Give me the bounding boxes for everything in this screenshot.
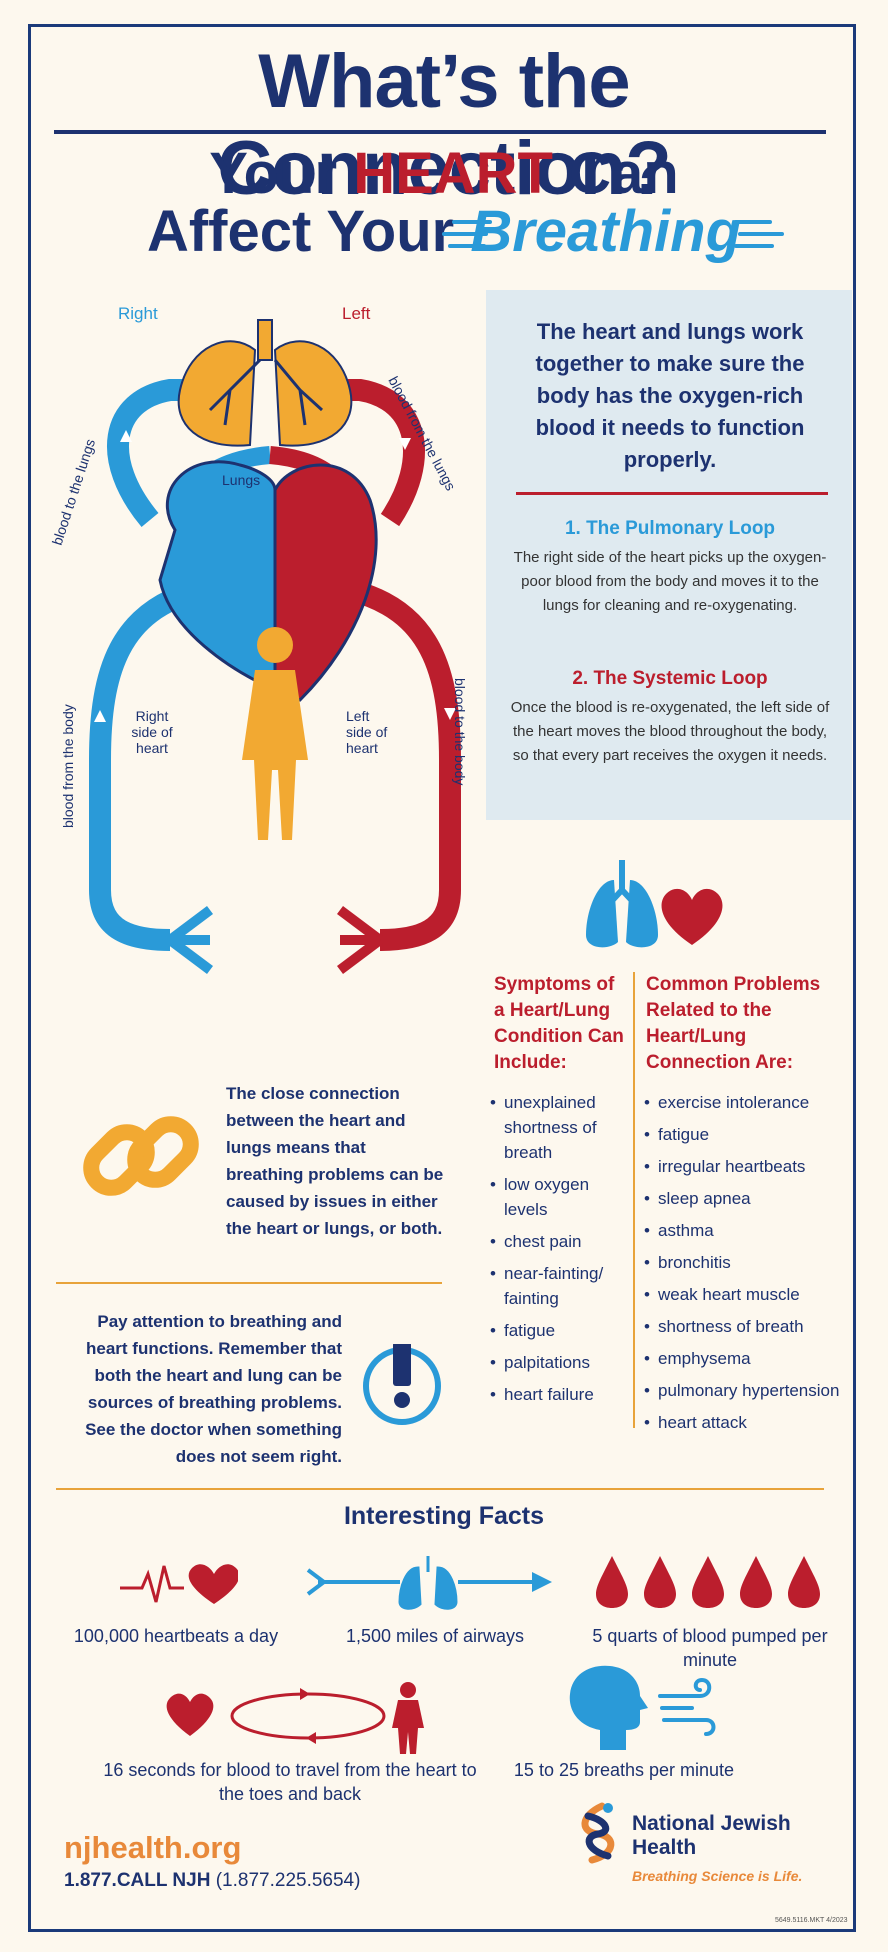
arrow-icon — [120, 430, 132, 442]
problems-list: exercise intolerance fatigue irregular h… — [644, 1090, 844, 1442]
list-item: chest pain — [490, 1229, 630, 1254]
phone-bold: 1.877.CALL NJH — [64, 1870, 211, 1891]
info-divider — [516, 492, 828, 495]
list-item: emphysema — [644, 1346, 844, 1371]
org-tagline: Breathing Science is Life. — [632, 1868, 803, 1884]
speed-lines-right-icon — [734, 220, 784, 248]
list-item: asthma — [644, 1218, 844, 1243]
subtitle-line-2: Affect Your Breathing — [40, 200, 848, 264]
subtitle-can: Can — [569, 141, 679, 206]
fact-blood-travel: 16 seconds for blood to travel from the … — [103, 1760, 477, 1804]
blood-drops-icon — [596, 1556, 820, 1608]
phone-digits: (1.877.225.5654) — [215, 1870, 361, 1891]
attention-text: Pay attention to breathing and heart fun… — [85, 1312, 342, 1466]
lungs-label: Lungs — [222, 472, 261, 488]
list-item: fatigue — [644, 1122, 844, 1147]
speed-lines-left-icon — [442, 220, 492, 248]
human-body-icon — [242, 627, 308, 840]
blue-body-vessel — [89, 579, 203, 951]
list-item: weak heart muscle — [644, 1282, 844, 1307]
breathing-head-icon — [569, 1665, 716, 1750]
njh-logo-icon — [581, 1802, 615, 1864]
fact-breaths: 15 to 25 breaths per minute — [513, 1760, 735, 1780]
systemic-loop-title: 2. The Systemic Loop — [572, 668, 768, 689]
lungs-heart-icon — [586, 860, 723, 948]
facts-divider — [56, 1488, 824, 1490]
red-body-vessel — [347, 579, 461, 951]
airways-icon — [306, 1556, 552, 1610]
list-item: fatigue — [490, 1318, 630, 1343]
subtitle-breathing: Breathing — [470, 199, 742, 264]
section-divider — [56, 1282, 442, 1284]
connection-text: The close connection between the heart a… — [226, 1084, 444, 1238]
list-item: bronchitis — [644, 1250, 844, 1275]
facts-title: Interesting Facts — [343, 1502, 545, 1530]
list-item: pulmonary hypertension — [644, 1378, 844, 1403]
list-item: heart attack — [644, 1410, 844, 1435]
website-link[interactable]: njhealth.org — [64, 1830, 242, 1865]
list-item: exercise intolerance — [644, 1090, 844, 1115]
arrow-icon — [444, 708, 456, 720]
page-title: What’s the Connection? — [217, 39, 671, 211]
circulation-diagram — [89, 319, 461, 974]
subtitle-affect: Affect Your — [146, 199, 455, 264]
list-item: shortness of breath — [644, 1314, 844, 1339]
list-item: heart failure — [490, 1382, 630, 1407]
subtitle-line-1: Your HEART Can — [40, 142, 848, 206]
heartbeat-icon — [120, 1564, 238, 1604]
subtitle-heart: HEART — [353, 141, 553, 206]
title-divider — [54, 130, 826, 134]
blue-lung-vessel — [107, 379, 210, 528]
phone-number[interactable]: 1.877.CALL NJH (1.877.225.5654) — [64, 1870, 360, 1892]
column-divider — [633, 972, 635, 1428]
arrow-icon — [399, 438, 411, 450]
list-item: palpitations — [490, 1350, 630, 1375]
blood-to-body-label: blood to the body — [452, 678, 468, 786]
arrow-icon — [94, 710, 106, 722]
fact-airways: 1,500 miles of airways — [345, 1626, 525, 1646]
blood-from-body-label: blood from the body — [60, 704, 76, 828]
list-item: irregular heartbeats — [644, 1154, 844, 1179]
circulation-time-icon — [166, 1682, 424, 1754]
list-item: unexplained shortness of breath — [490, 1090, 630, 1165]
heart-illustration — [158, 460, 378, 702]
page-border — [28, 24, 856, 1932]
pulmonary-loop-text: The right side of the heart picks up the… — [513, 549, 827, 614]
left-label: Left — [342, 304, 371, 323]
info-panel — [486, 290, 852, 820]
list-item: near-fainting/ fainting — [490, 1261, 630, 1311]
list-item: low oxygen levels — [490, 1172, 630, 1222]
red-lung-vessel — [320, 379, 425, 527]
right-label: Right — [118, 304, 158, 323]
symptoms-list: unexplained shortness of breath low oxyg… — [490, 1090, 630, 1414]
chain-link-icon — [83, 1116, 199, 1196]
list-item: sleep apnea — [644, 1186, 844, 1211]
subtitle-your: Your — [209, 141, 338, 206]
org-name: National Jewish Health — [632, 1812, 791, 1859]
lungs-icon — [177, 319, 353, 447]
systemic-loop-text: Once the blood is re-oxygenated, the lef… — [510, 699, 830, 764]
exclamation-icon — [363, 1344, 441, 1425]
problems-heading: Common Problems Related to the Heart/Lun… — [646, 974, 821, 1073]
pulmonary-loop-title: 1. The Pulmonary Loop — [564, 518, 776, 539]
info-intro: The heart and lungs work together to mak… — [535, 319, 805, 472]
symptoms-heading: Symptoms of a Heart/Lung Condition Can I… — [494, 974, 624, 1073]
document-code: 5649.5116.MKT 4/2023 — [775, 1917, 848, 1924]
fact-blood-pumped: 5 quarts of blood pumped per minute — [592, 1626, 828, 1670]
fact-heartbeats: 100,000 heartbeats a day — [73, 1626, 279, 1646]
